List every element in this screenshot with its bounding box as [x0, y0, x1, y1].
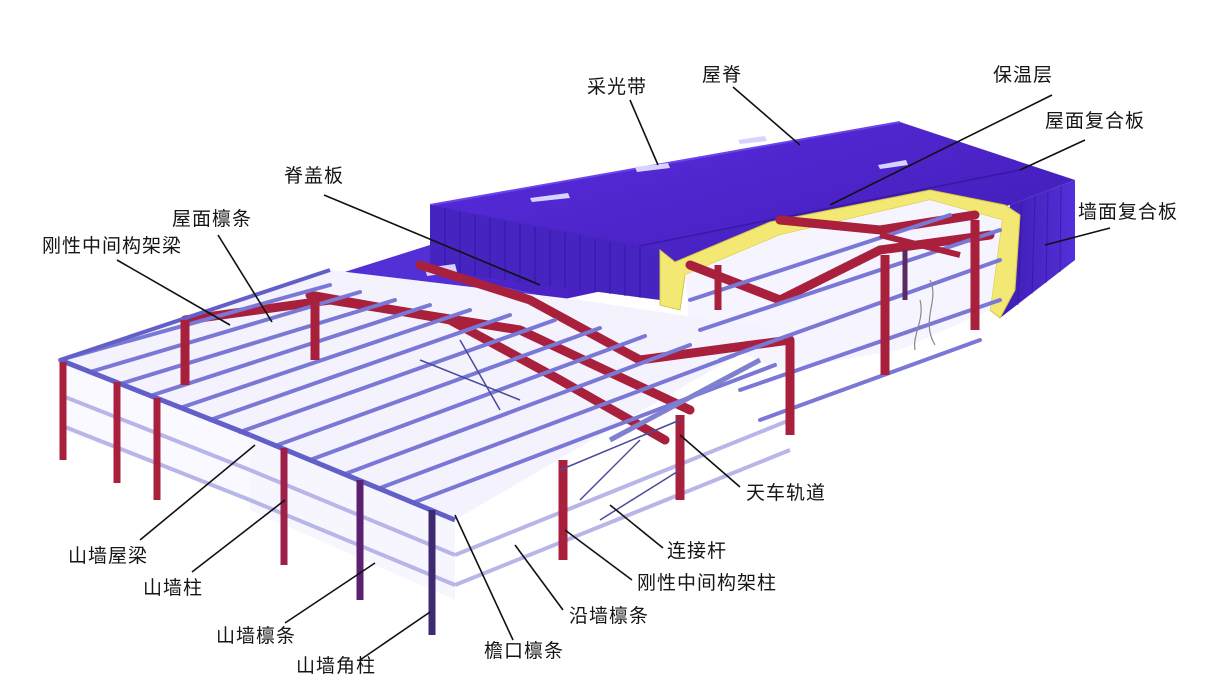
roof-purlins — [58, 213, 1002, 504]
roof-purlin — [208, 313, 512, 422]
side-wall-purlin — [454, 418, 791, 557]
roof-purlin — [688, 213, 952, 302]
label-roof-composite-panel: 屋面复合板 — [1045, 110, 1146, 132]
label-crane-rail: 天车轨道 — [746, 482, 827, 504]
rigid-intermediate-frame-beam — [415, 260, 795, 365]
leader-wall-panel — [1044, 227, 1111, 246]
side-wall-purlin — [454, 448, 791, 587]
roof-purlin — [718, 258, 1002, 362]
leader-roof-ridge — [732, 86, 801, 146]
leader-skylight — [629, 99, 659, 166]
rigid-intermediate-frame-beam — [305, 290, 670, 445]
label-skylight-strip: 采光带 — [587, 76, 648, 98]
leader-roof-purlin — [217, 234, 273, 323]
rigid-frame-beams — [180, 210, 995, 445]
label-roof-ridge: 屋脊 — [702, 64, 743, 86]
leader-connecting-rod — [609, 504, 664, 549]
label-side-wall-purlin: 沿墙檩条 — [569, 605, 650, 627]
roof-purlin — [343, 343, 692, 476]
open-frame-section — [58, 210, 1002, 635]
roof-purlin — [308, 334, 647, 462]
label-wall-composite-panel: 墙面复合板 — [1078, 201, 1179, 223]
leader-gable-beam — [139, 444, 256, 541]
skylight — [878, 160, 908, 169]
label-connecting-rod: 连接杆 — [667, 540, 728, 562]
insulation-layer — [659, 189, 1021, 319]
roof-purlin — [58, 283, 332, 362]
label-rigid-intermediate-frame-column: 刚性中间构架柱 — [637, 572, 778, 594]
skylight — [738, 136, 767, 144]
label-gable-purlin: 山墙檩条 — [216, 625, 297, 647]
leader-insulation — [829, 94, 1053, 206]
label-gable-roof-beam: 山墙屋梁 — [68, 545, 149, 567]
label-insulation-layer: 保温层 — [993, 64, 1054, 86]
connecting-rod — [579, 439, 641, 501]
roof-purlin — [698, 228, 1002, 332]
label-gable-corner-column: 山墙角柱 — [296, 655, 377, 677]
leader-side-wall-purlin — [514, 544, 564, 611]
leader-eave-purlin — [454, 514, 514, 641]
roof-purlin — [413, 363, 777, 504]
skylight — [635, 163, 670, 172]
label-gable-column: 山墙柱 — [143, 577, 204, 599]
roof-purlin — [738, 298, 1002, 392]
rigid-intermediate-frame-beam — [775, 210, 980, 235]
leader-gable-column — [191, 499, 286, 573]
connecting-rod — [599, 469, 681, 521]
leader-gable-purlin — [284, 562, 376, 624]
label-rigid-intermediate-frame-beam: 刚性中间构架梁 — [42, 235, 183, 257]
roof-purlin — [758, 338, 982, 422]
leader-crane-rail — [679, 434, 741, 488]
crane-rail — [608, 357, 762, 443]
roof-edge-fascia — [430, 205, 660, 300]
gable-roof-beam — [59, 357, 251, 438]
roof-purlin — [238, 318, 557, 434]
roof-purlin — [378, 353, 737, 490]
skylight — [530, 193, 570, 202]
leader-frame-beam — [116, 259, 231, 326]
crane-hook-sketch — [913, 279, 936, 351]
leader-roof-panel — [1019, 139, 1086, 171]
rigid-intermediate-frame-beam — [685, 230, 995, 305]
label-eave-purlin: 檐口檩条 — [484, 640, 565, 662]
label-ridge-cap: 脊盖板 — [284, 165, 345, 187]
leader-lines — [116, 86, 1111, 661]
label-roof-purlin: 屋面檩条 — [172, 208, 253, 230]
roof-purlin — [148, 303, 432, 398]
connecting-rod — [559, 419, 681, 471]
roof-purlin — [273, 326, 602, 448]
leader-ridge-cap — [323, 194, 541, 286]
leader-frame-column — [564, 529, 633, 581]
connecting-rods — [419, 339, 681, 521]
roof-purlin — [178, 308, 472, 410]
roof-purlin — [118, 298, 397, 386]
leader-gable-corner-column — [359, 611, 431, 661]
